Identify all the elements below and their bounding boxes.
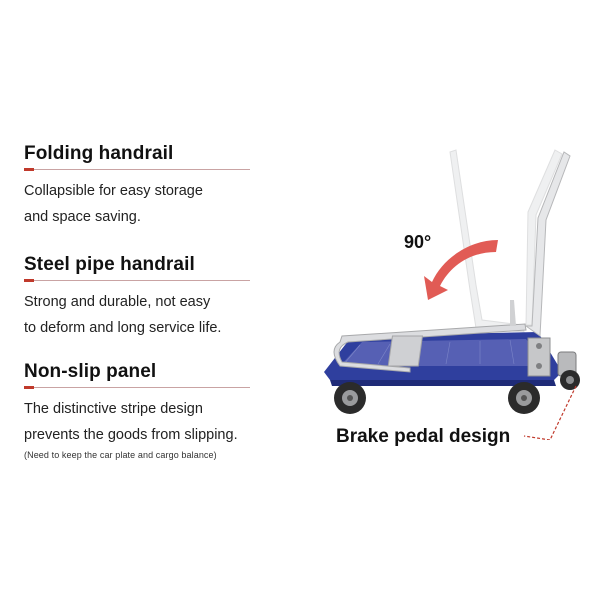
brake-label: Brake pedal design bbox=[336, 426, 511, 447]
feature-folding-handrail: Folding handrail Collapsible for easy st… bbox=[24, 142, 284, 230]
description-line: Collapsible for easy storage bbox=[24, 183, 203, 199]
title-underline bbox=[24, 168, 250, 171]
feature-description: Collapsible for easy storage and space s… bbox=[24, 178, 284, 230]
upright-handle bbox=[510, 151, 571, 337]
description-line: prevents the goods from slipping. bbox=[24, 427, 238, 443]
feature-description: Strong and durable, not easy to deform a… bbox=[24, 289, 284, 341]
feature-steel-pipe-handrail: Steel pipe handrail Strong and durable, … bbox=[24, 253, 284, 341]
fold-arrow-icon bbox=[424, 240, 498, 300]
hinge-bracket bbox=[527, 337, 551, 377]
feature-title: Non-slip panel bbox=[24, 361, 157, 382]
brake-caster-icon bbox=[557, 351, 580, 390]
description-line: to deform and long service life. bbox=[24, 320, 222, 336]
platform-trolley-illustration bbox=[324, 149, 580, 440]
angle-label: 90° bbox=[404, 232, 432, 252]
brake-leader-line bbox=[523, 385, 577, 440]
description-line: Strong and durable, not easy bbox=[24, 294, 211, 310]
title-underline bbox=[24, 386, 250, 389]
folded-handle bbox=[333, 323, 527, 373]
feature-title: Folding handrail bbox=[24, 143, 174, 164]
feature-description: The distinctive stripe design prevents t… bbox=[24, 396, 284, 448]
title-underline bbox=[24, 279, 250, 282]
description-line: The distinctive stripe design bbox=[24, 401, 203, 417]
description-line: and space saving. bbox=[24, 209, 141, 225]
wheel-icon bbox=[334, 382, 366, 414]
feature-non-slip-panel: Non-slip panel The distinctive stripe de… bbox=[24, 360, 284, 460]
feature-note: (Need to keep the car plate and cargo ba… bbox=[24, 450, 217, 460]
feature-title: Steel pipe handrail bbox=[24, 254, 195, 275]
wheel-icon bbox=[508, 382, 540, 414]
